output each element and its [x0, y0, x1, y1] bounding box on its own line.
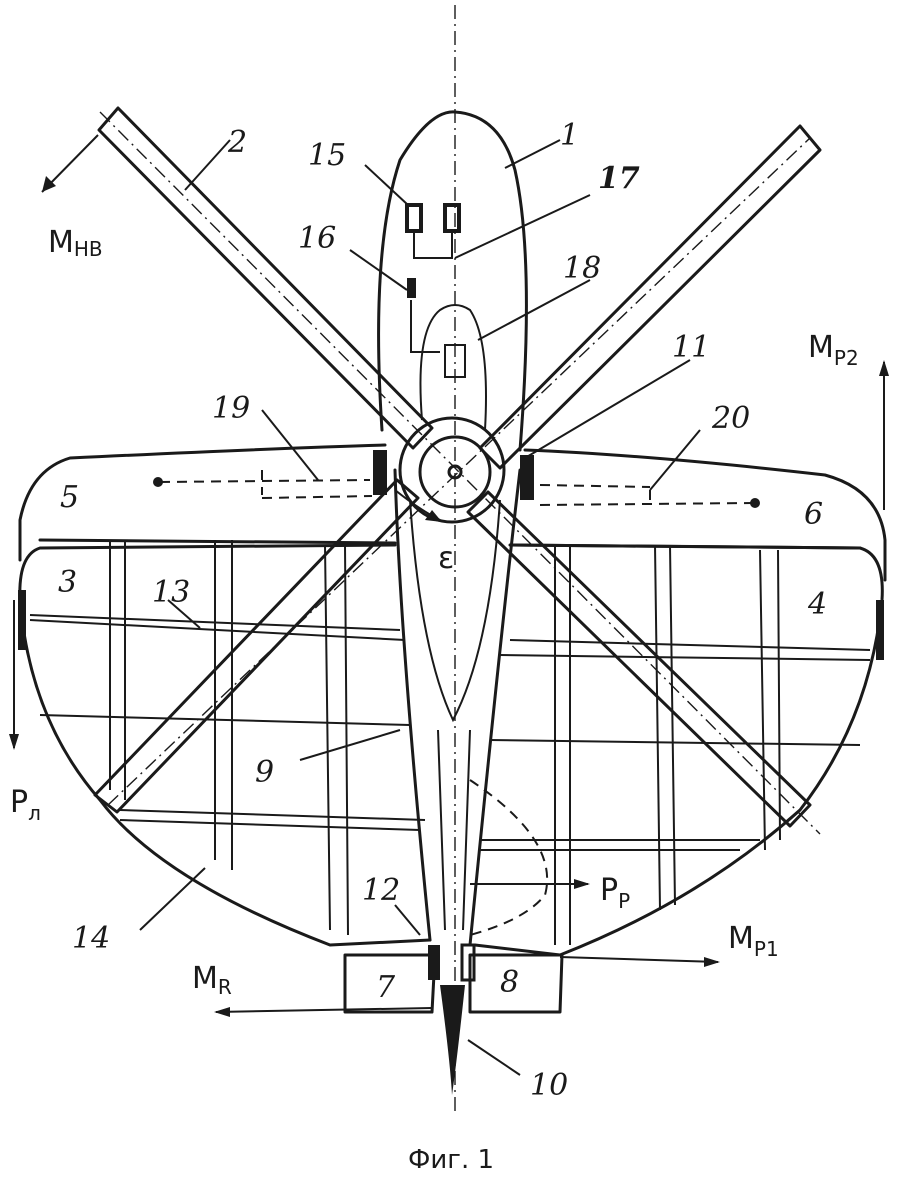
cockpit-18 — [419, 304, 487, 431]
label-1: 1 — [560, 118, 579, 153]
flap-actuator-right — [520, 455, 534, 500]
rotor-hub-outer — [398, 416, 506, 524]
label-5: 5 — [60, 480, 79, 515]
label-7: 7 — [376, 970, 396, 1005]
rotor-hub-inner — [418, 435, 492, 509]
label-9: 9 — [255, 755, 274, 790]
label-17: 17 — [598, 161, 640, 196]
arrow-m-p1 — [559, 956, 720, 967]
linkage-20 — [539, 484, 753, 506]
tail-boom-lower — [437, 729, 471, 931]
tail-actuator-right — [460, 943, 476, 982]
unit-18 — [444, 344, 466, 378]
label-15: 15 — [308, 138, 346, 173]
label-20: 20 — [711, 401, 750, 436]
symbol-epsilon: ε — [438, 541, 454, 576]
label-18: 18 — [563, 251, 601, 286]
arrow-epsilon — [394, 489, 442, 522]
wiring — [410, 232, 453, 353]
symbol-m-p2: MP2 — [808, 330, 859, 370]
tail-fin-10 — [440, 985, 465, 1095]
symbol-p-l: Pл — [10, 785, 41, 825]
unit-16 — [407, 278, 416, 298]
linkage-20-end — [750, 498, 760, 508]
unit-15 — [405, 203, 423, 233]
linkage-19-end — [153, 477, 163, 487]
symbol-m-nv: MНВ — [48, 225, 103, 261]
upper-wing-6 — [510, 448, 887, 582]
label-16: 16 — [298, 221, 336, 256]
symbol-m-k: MR — [192, 961, 232, 999]
figure-caption: Фиг. 1 — [408, 1145, 494, 1175]
tail-actuator-12 — [428, 945, 440, 980]
rotor-hub-center — [447, 464, 463, 480]
unit-17 — [443, 203, 461, 233]
symbol-m-p1: MP1 — [728, 921, 779, 961]
label-11: 11 — [672, 330, 710, 365]
arrow-p-p — [469, 779, 590, 936]
label-13: 13 — [152, 575, 190, 610]
tail-boom-9 — [409, 499, 501, 723]
label-19: 19 — [212, 391, 250, 426]
arrow-m-nv — [41, 134, 99, 193]
label-14: 14 — [72, 921, 110, 956]
arrow-p-l — [9, 600, 19, 750]
lower-wing-outline — [18, 543, 884, 957]
symbol-p-p: PP — [600, 873, 630, 913]
arrow-m-k — [214, 1007, 433, 1017]
stabilizer-7 — [343, 953, 437, 1014]
linkage-19 — [159, 470, 373, 499]
label-12: 12 — [362, 873, 400, 908]
label-8: 8 — [500, 965, 519, 1000]
label-10: 10 — [530, 1068, 568, 1103]
label-3: 3 — [58, 565, 77, 600]
rotor-blades-2 — [93, 106, 822, 835]
wing-grid-13 — [29, 540, 871, 945]
flap-actuator-left — [373, 450, 387, 495]
wingtip-right — [876, 600, 884, 660]
wingtip-left — [18, 590, 26, 650]
stabilizer-8 — [468, 953, 564, 1014]
arrow-m-p2 — [879, 360, 889, 510]
label-4: 4 — [807, 587, 827, 622]
leader-lines — [139, 139, 701, 1076]
label-6: 6 — [804, 497, 823, 532]
label-2: 2 — [227, 125, 247, 160]
